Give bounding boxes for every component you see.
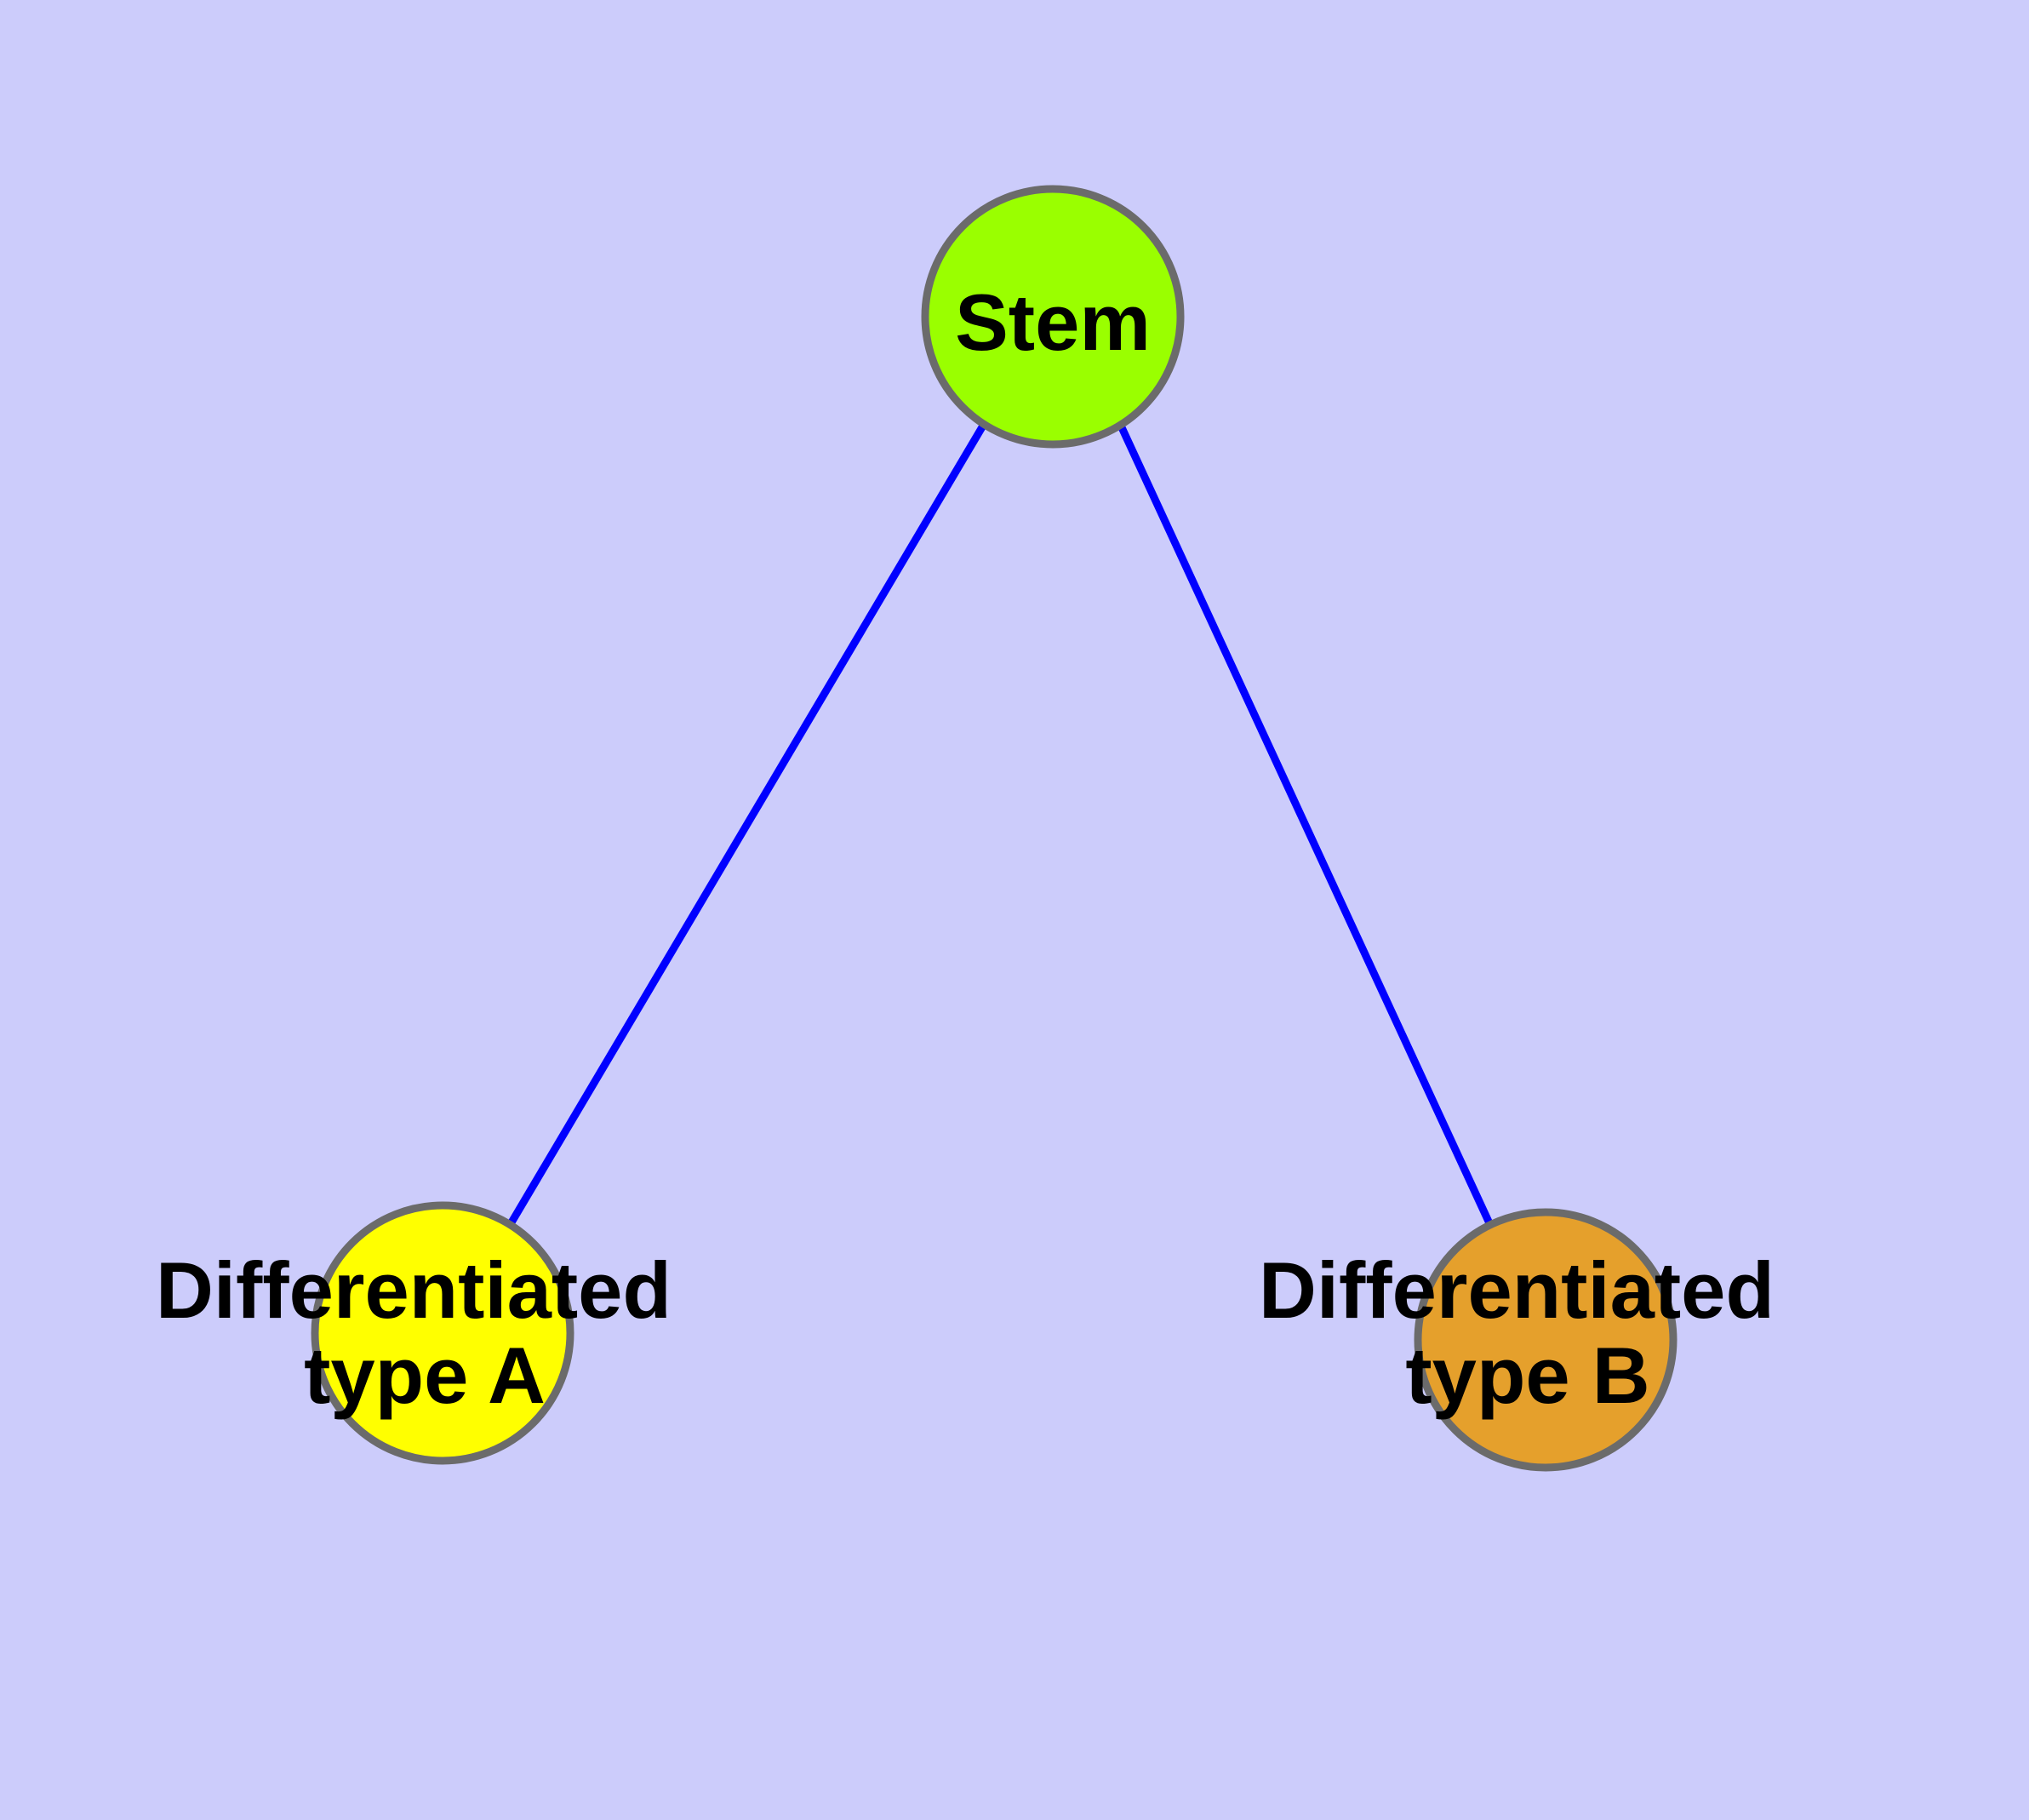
edge-group bbox=[508, 423, 1494, 1225]
node-differentiated-type-b-label-line-2: type B bbox=[1405, 1331, 1649, 1420]
node-differentiated-type-a-label-line-1: Differentiated bbox=[156, 1245, 672, 1335]
node-stem-circle[interactable] bbox=[921, 185, 1185, 449]
edge-stem-to-differentiated-type-b[interactable] bbox=[1117, 424, 1494, 1225]
edge-stem-to-differentiated-type-a[interactable] bbox=[508, 423, 986, 1225]
node-group bbox=[311, 185, 1677, 1472]
node-differentiated-type-b-circle[interactable] bbox=[1414, 1208, 1677, 1472]
node-differentiated-type-b-label: Differentiated type B bbox=[1259, 1245, 1797, 1420]
node-stem-label-line-1: Stem bbox=[955, 278, 1151, 367]
node-differentiated-type-a-label-line-2: type A bbox=[304, 1331, 546, 1420]
node-differentiated-type-b-label-line-1: Differentiated bbox=[1259, 1245, 1775, 1335]
label-group: Stem Differentiated type A Differentiate… bbox=[156, 278, 1797, 1420]
node-stem-label: Stem bbox=[955, 278, 1151, 367]
node-differentiated-type-a-circle[interactable] bbox=[311, 1201, 574, 1465]
node-differentiated-type-a-label: Differentiated type A bbox=[156, 1245, 694, 1420]
